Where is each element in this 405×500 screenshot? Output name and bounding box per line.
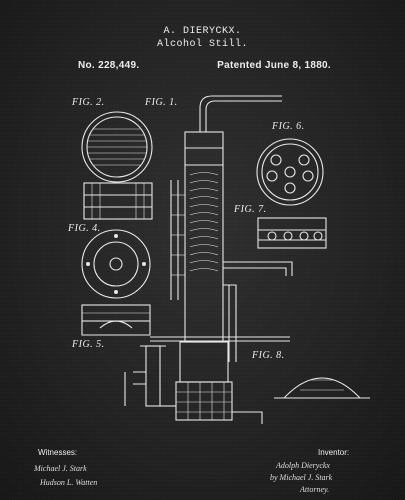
inventor-name: A. DIERYCKX. <box>163 26 242 37</box>
fig6-cup-plate <box>256 138 324 206</box>
fig2-tray-stack <box>83 182 153 220</box>
patent-date: Patented June 8, 1880. <box>217 60 331 71</box>
fig7-label: FIG. 7. <box>234 204 267 215</box>
witness-signature-1: Michael J. Stark <box>34 464 87 473</box>
fig6-label: FIG. 6. <box>272 121 305 132</box>
fig4-plate <box>81 229 151 299</box>
fig8-dome <box>274 377 370 399</box>
fig8-label: FIG. 8. <box>252 350 285 361</box>
fig4-label: FIG. 4. <box>68 223 101 234</box>
fig1-label: FIG. 1. <box>145 97 178 108</box>
fig5-label: FIG. 5. <box>72 339 105 350</box>
fig2-label: FIG. 2. <box>72 97 105 108</box>
fig2-perforated-disc <box>81 111 153 183</box>
patent-title: Alcohol Still. <box>156 39 248 50</box>
attorney-label: Attorney. <box>300 485 330 494</box>
fig7-rack <box>257 217 327 249</box>
witnesses-label: Witnesses: <box>38 448 78 457</box>
attorney-signature: by Michael J. Stark <box>270 473 333 482</box>
inventor-label: Inventor: <box>318 448 350 457</box>
witness-signature-2: Hudson L. Watten <box>40 478 98 487</box>
patent-number: No. 228,449. <box>78 60 140 71</box>
fig5-bell-cap <box>81 304 151 336</box>
inventor-signature: Adolph Dieryckx <box>276 461 330 470</box>
fig1-column-still <box>124 95 293 424</box>
